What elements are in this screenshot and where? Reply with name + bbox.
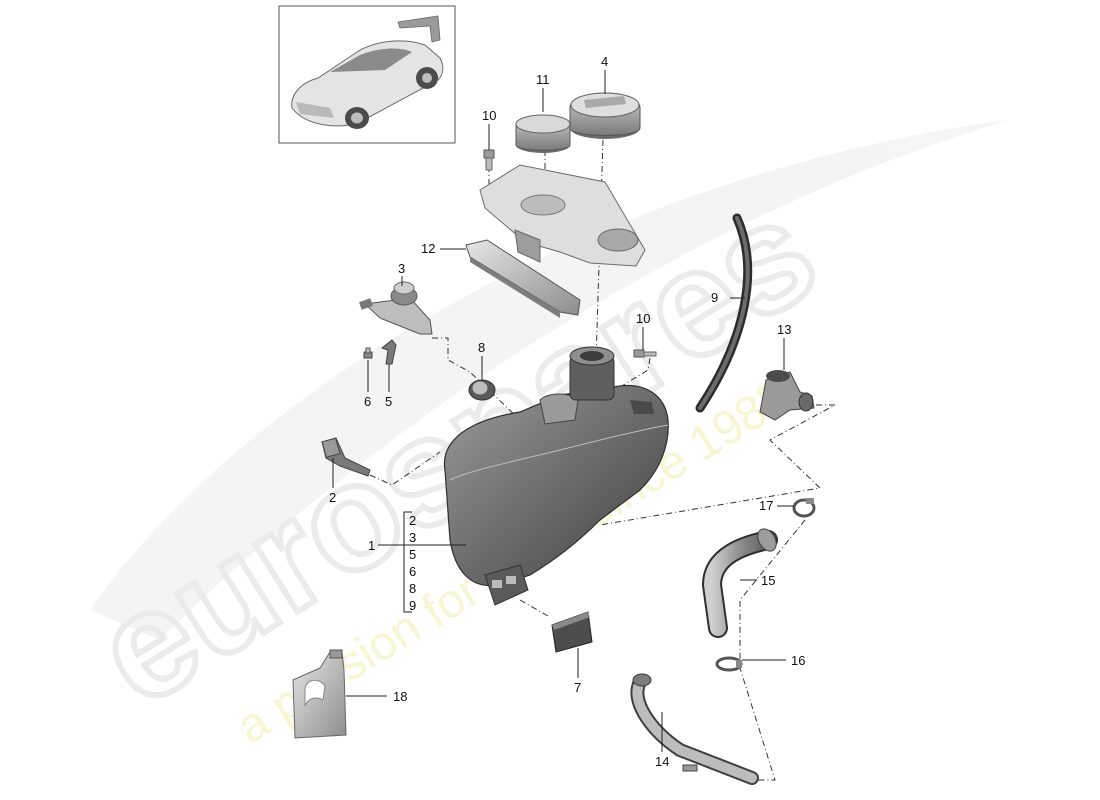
callout-2: 2 — [329, 490, 336, 505]
callout-5: 5 — [385, 394, 392, 409]
rubber-pad — [551, 611, 593, 653]
reservoir-tank — [443, 346, 669, 606]
coolant-bottle — [292, 649, 347, 739]
coolant-hose — [701, 528, 778, 638]
kit-item: 9 — [409, 598, 416, 613]
callout-13: 13 — [777, 322, 791, 337]
kit-item: 5 — [409, 547, 416, 562]
callout-11: 11 — [536, 72, 550, 87]
bolt-upper — [483, 149, 495, 171]
callout-17: 17 — [759, 498, 773, 513]
callout-10-lower: 10 — [636, 311, 650, 326]
bolt-lower — [633, 349, 657, 358]
hose-clamp-upper — [792, 498, 816, 518]
coolant-pipe — [630, 673, 759, 785]
car-thumbnail — [278, 5, 456, 144]
callout-4: 4 — [601, 54, 608, 69]
callout-9: 9 — [711, 290, 718, 305]
callout-8: 8 — [478, 340, 485, 355]
kit-item: 8 — [409, 581, 416, 596]
callout-7: 7 — [574, 680, 581, 695]
watermark-swoosh — [90, 120, 1010, 640]
callout-1: 1 — [368, 538, 375, 553]
hose-clamp-lower — [715, 656, 743, 672]
small-cap — [515, 114, 571, 153]
leader-lines — [332, 70, 794, 752]
grommet — [468, 379, 496, 401]
vent-hose — [695, 213, 753, 413]
bracket-small — [380, 339, 397, 365]
callout-6: 6 — [364, 394, 371, 409]
valve — [358, 281, 433, 335]
callout-14: 14 — [655, 754, 669, 769]
hose-connector — [759, 370, 815, 421]
car-thumbnail-icon — [291, 15, 444, 129]
large-cap — [569, 92, 641, 139]
callout-16: 16 — [791, 653, 805, 668]
callout-10-upper: 10 — [482, 108, 496, 123]
kit-item: 2 — [409, 513, 416, 528]
screw-small — [363, 347, 373, 359]
callout-18: 18 — [393, 689, 407, 704]
kit-item: 6 — [409, 564, 416, 579]
callout-15: 15 — [761, 573, 775, 588]
callout-3: 3 — [398, 261, 405, 276]
level-sensor — [321, 437, 371, 477]
bracket-rail — [465, 239, 581, 318]
callout-12: 12 — [421, 241, 435, 256]
cap-mounting-tray — [479, 164, 646, 267]
kit-item: 3 — [409, 530, 416, 545]
callouts: 11 4 10 12 3 9 10 8 13 6 5 2 17 1 15 16 … — [329, 54, 805, 769]
